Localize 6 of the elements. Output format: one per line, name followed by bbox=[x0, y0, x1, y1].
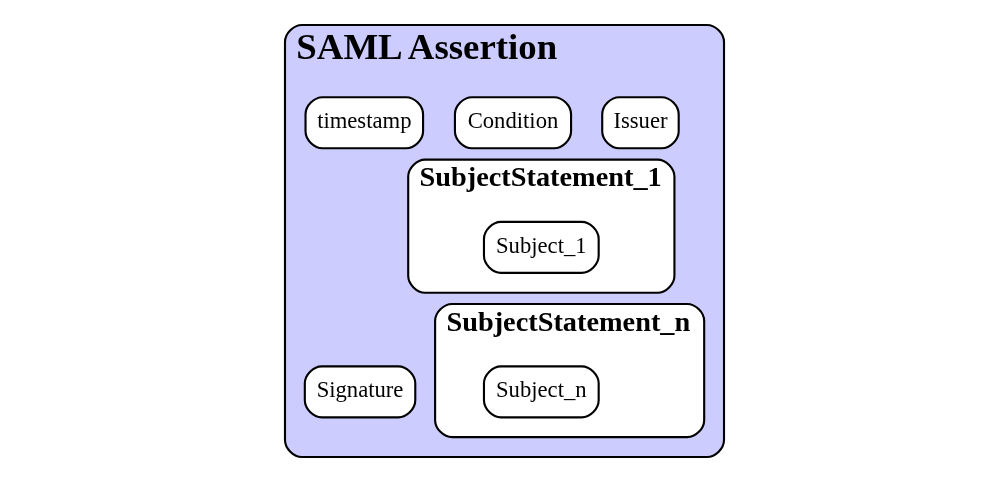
node-box: Subject_1 bbox=[482, 220, 600, 274]
node-box: Signature bbox=[303, 365, 416, 419]
node-box: Issuer bbox=[600, 96, 680, 150]
node-box: Subject_n bbox=[482, 365, 600, 419]
node-box: Condition bbox=[453, 96, 572, 150]
node-box: timestamp bbox=[303, 96, 424, 150]
